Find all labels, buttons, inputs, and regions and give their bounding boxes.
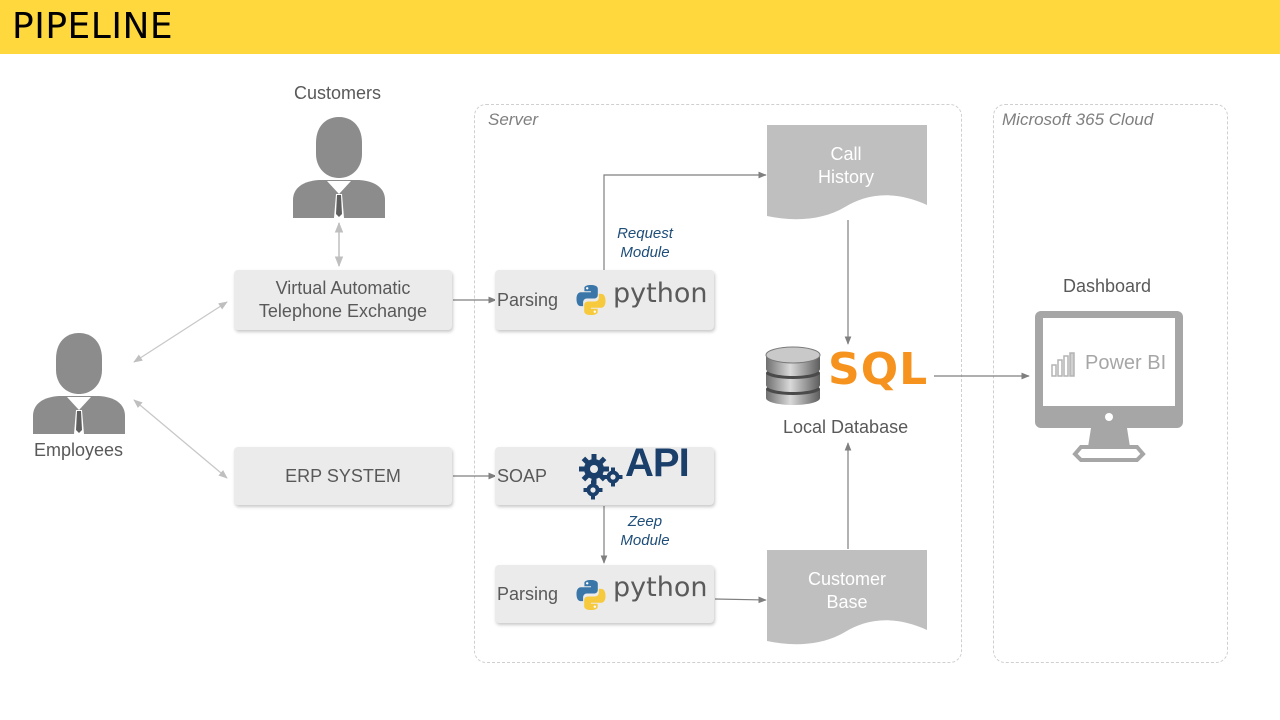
customer-base-line2: Base [826,592,868,612]
sql-wordmark: SQL [828,344,929,395]
api-wordmark: API [625,441,690,485]
local-database-label: Local Database [783,417,909,437]
python-wordmark: python [613,572,708,603]
python-wordmark: python [613,278,708,309]
vate-label-line2: Telephone Exchange [258,301,428,321]
request-module-line2: Module [620,244,670,261]
soap-api-node[interactable]: SOAP API [495,441,714,505]
server-region-label: Server [488,110,539,129]
customer-base-label: Customer Base [767,568,927,614]
python-logo-icon [576,580,606,610]
request-module-label: Request Module [604,224,686,262]
title-bar: PIPELINE [0,0,1280,54]
zeep-module-line1: Zeep [627,513,663,530]
soap-label: SOAP [497,466,548,486]
customers-label: Customers [294,83,382,103]
server-region [474,104,962,663]
dashboard-label: Dashboard [1063,276,1152,296]
customer-base-line1: Customer [807,569,887,589]
zeep-module-label: Zeep Module [604,512,686,550]
python-logo-icon [576,285,606,315]
customer-person-icon [293,117,385,218]
erp-label: ERP SYSTEM [285,465,401,486]
vate-label-line1: Virtual Automatic [275,278,411,298]
power-bi-icon [1051,352,1075,377]
cloud-region-label: Microsoft 365 Cloud [1002,110,1154,129]
call-history-line1: Call [830,144,862,164]
parsing-python-node-top[interactable]: Parsing python [495,270,714,330]
cloud-region [993,104,1228,663]
zeep-module-line2: Module [620,532,670,549]
database-cylinder-icon [765,346,821,405]
parsing-label-bottom: Parsing [497,584,559,604]
employees-label: Employees [34,440,124,460]
parsing-callhistory-connector [603,171,767,270]
page-title: PIPELINE [12,6,174,47]
virtual-telephone-exchange-node[interactable]: Virtual Automatic Telephone Exchange [234,270,452,330]
gears-icon [579,454,623,500]
parsing-customerbase-connector [714,596,767,604]
call-history-document[interactable] [767,125,928,222]
erp-system-node[interactable]: ERP SYSTEM [234,447,452,505]
customer-base-document[interactable] [767,550,928,647]
call-history-label: Call History [766,143,926,189]
parsing-python-node-bottom[interactable]: Parsing python [495,565,714,623]
call-history-line2: History [817,167,874,187]
request-module-line1: Request [617,225,673,242]
power-bi-label: Power BI [1085,352,1167,374]
employees-erp-connector [133,399,228,479]
employee-person-icon [33,333,125,434]
monitor-icon [1035,311,1183,462]
parsing-label-top: Parsing [497,290,559,310]
employees-vate-connector [133,301,228,363]
